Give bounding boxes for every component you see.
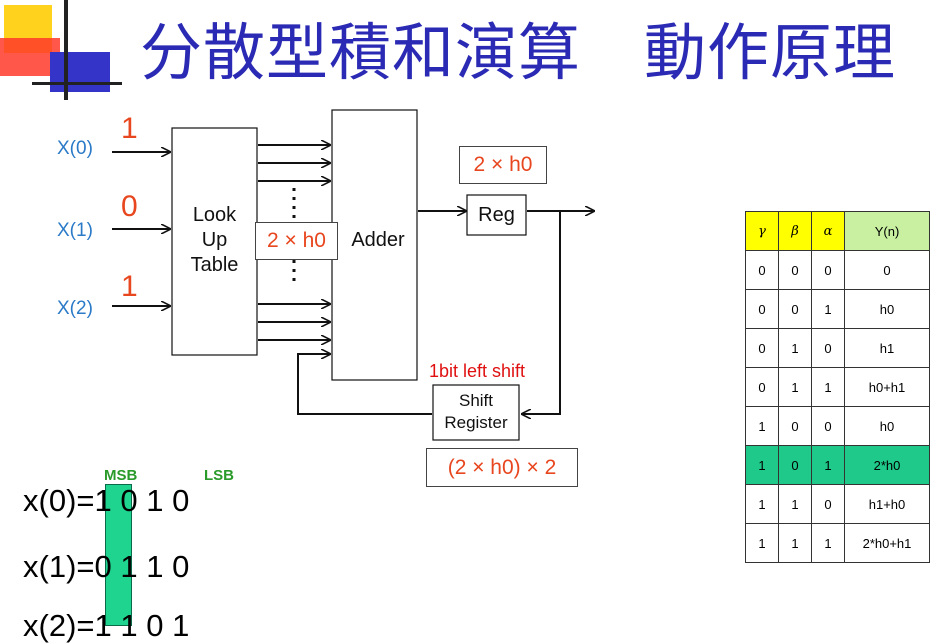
table-cell: 1: [811, 367, 845, 407]
table-cell: 1: [811, 445, 845, 485]
table-cell: 0: [811, 328, 845, 368]
lut-box: [171, 127, 258, 356]
table-cell: h1+h0: [844, 484, 930, 524]
table-cell: 1: [745, 406, 779, 446]
table-cell: 1: [745, 484, 779, 524]
table-cell: 2*h0: [844, 445, 930, 485]
shift-register-label: Shift Register: [444, 391, 508, 432]
header-beta: β: [778, 211, 812, 251]
shift-label: 1bit left shift: [429, 361, 526, 381]
table-cell: h0: [844, 289, 930, 329]
shift-register-box: [432, 384, 520, 441]
table-cell: h0: [844, 406, 930, 446]
lsb-label: LSB: [204, 467, 234, 484]
table-cell: 0: [745, 289, 779, 329]
table-cell: 0: [778, 289, 812, 329]
input-label-x1: X(1): [57, 220, 93, 241]
msb-highlight-column: [105, 484, 132, 626]
lut-label: Look Up Table: [190, 204, 239, 276]
msb-label: MSB: [104, 467, 138, 484]
input-bit-x2: 1: [121, 270, 138, 303]
header-yn: Y(n): [844, 211, 930, 251]
table-cell: 2*h0+h1: [844, 523, 930, 563]
table-cell: 0: [778, 250, 812, 290]
table-cell: h0+h1: [844, 367, 930, 407]
lut-output-value: 2 × h0: [255, 222, 338, 260]
table-cell: 0: [844, 250, 930, 290]
input-bit-x1: 0: [121, 190, 138, 223]
bit-row-x2: x(2)=1 1 0 1: [23, 608, 190, 643]
header-gamma: γ: [745, 211, 779, 251]
reg-label: Reg: [478, 204, 515, 226]
page-title: 分散型積和演算 動作原理: [140, 16, 897, 89]
table-cell: h1: [844, 328, 930, 368]
table-cell: 0: [745, 367, 779, 407]
input-label-x2: X(2): [57, 298, 93, 319]
shift-value: (2 × h0) × 2: [426, 448, 578, 487]
table-cell: 1: [778, 328, 812, 368]
table-cell: 1: [778, 484, 812, 524]
bit-row-x1: x(1)=0 1 1 0: [23, 549, 190, 584]
table-cell: 0: [778, 406, 812, 446]
table-cell: 1: [811, 289, 845, 329]
header-alpha: α: [811, 211, 845, 251]
block-diagram: [112, 109, 942, 441]
table-cell: 0: [811, 250, 845, 290]
table-header-row: γ β α Y(n): [745, 211, 930, 251]
table-cell: 1: [778, 367, 812, 407]
table-cell: 1: [778, 523, 812, 563]
reg-box: [466, 194, 527, 236]
table-cell: 0: [811, 484, 845, 524]
adder-label: Adder: [351, 229, 405, 251]
input-label-x0: X(0): [57, 138, 93, 159]
table-cell: 1: [745, 523, 779, 563]
table-cell: 1: [811, 523, 845, 563]
table-cell: 0: [745, 328, 779, 368]
table-cell: 1: [745, 445, 779, 485]
table-cell: 0: [778, 445, 812, 485]
bit-row-x0: x(0)=1 0 1 0: [23, 483, 190, 518]
reg-value: 2 × h0: [459, 146, 547, 184]
table-cell: 0: [745, 250, 779, 290]
input-bit-x0: 1: [121, 112, 138, 145]
adder-box: [331, 109, 418, 381]
table-cell: 0: [811, 406, 845, 446]
